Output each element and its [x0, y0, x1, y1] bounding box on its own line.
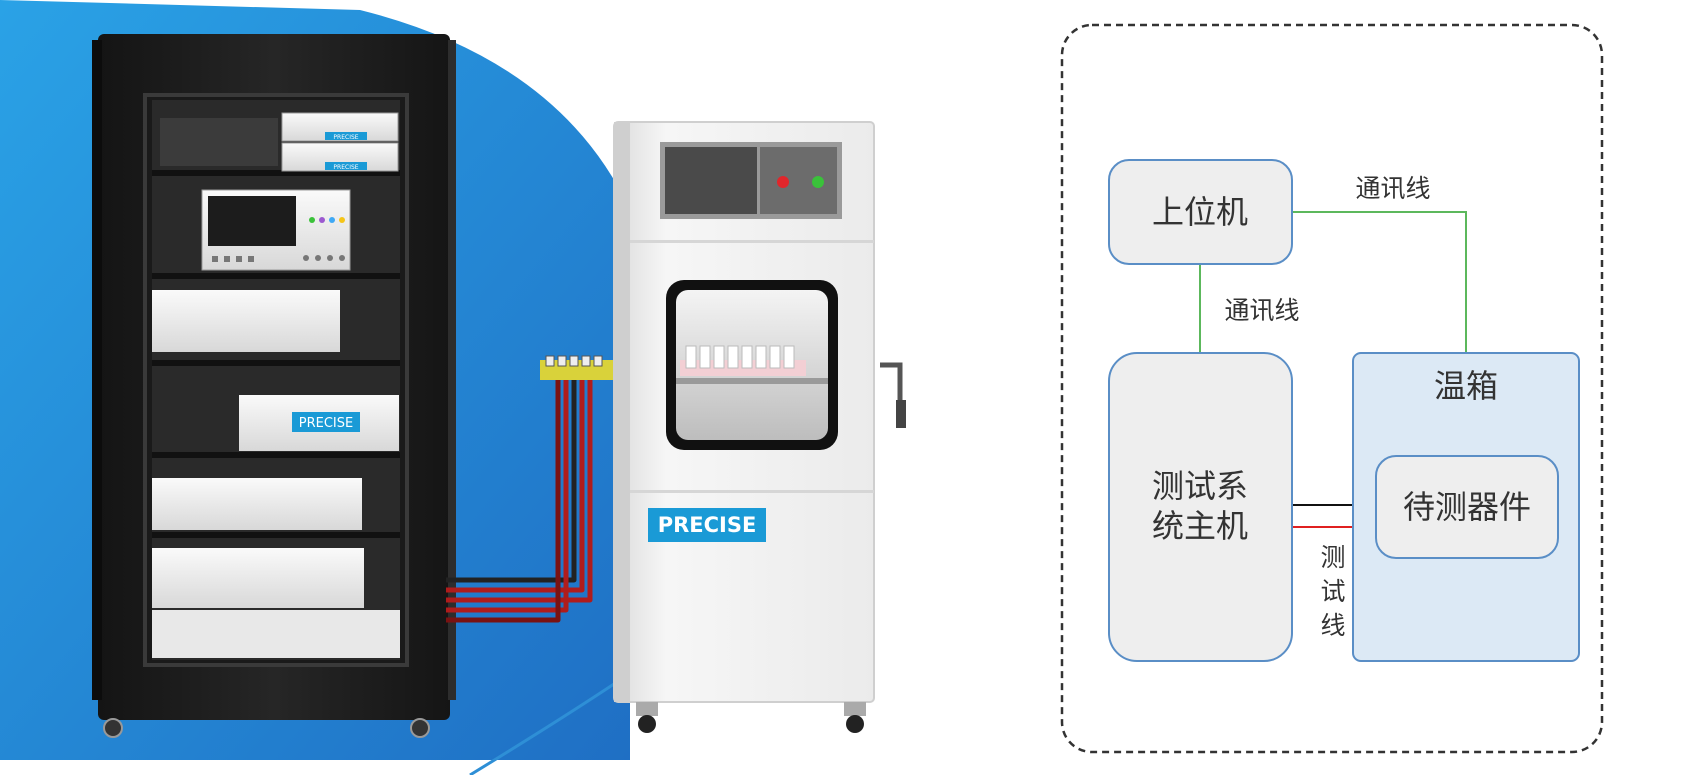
environmental-chamber — [613, 121, 906, 733]
rack-logo-small-2: PRECISE — [333, 164, 358, 171]
diagram-frame — [1060, 23, 1604, 754]
host-pc-node — [1108, 159, 1293, 265]
test-system-label-line1: 测试系 — [1152, 467, 1248, 505]
test-cable-label-char-1: 测 — [1320, 543, 1345, 572]
comm-cable-label-top: 通讯线 — [1355, 174, 1430, 203]
blue-arc-line — [469, 678, 621, 775]
comm-cable-label-left: 通讯线 — [1224, 296, 1299, 325]
dut-label: 待测器件 — [1403, 488, 1531, 526]
equipment-photo: PRECISE PRECISE PRECISE — [0, 0, 906, 775]
chamber-label: 温箱 — [1434, 367, 1498, 405]
test-cables — [446, 370, 593, 623]
test-system-label-line2: 统主机 — [1152, 507, 1248, 545]
host-pc-label: 上位机 — [1152, 193, 1248, 231]
test-system-block-diagram: 上位机 测试系 统主机 温箱 待测器件 通讯线 通讯线 测 试 线 — [1060, 23, 1604, 754]
comm-wire-host-to-chamber — [1292, 211, 1467, 353]
rack-logo-unit: PRECISE — [299, 416, 353, 431]
test-cable-label-char-2: 试 — [1320, 577, 1345, 606]
test-system-node — [1108, 352, 1293, 662]
dut-node — [1375, 455, 1559, 559]
chamber-logo: PRECISE — [658, 513, 757, 537]
test-cable-label-char-3: 线 — [1320, 611, 1345, 640]
rack-cabinet — [92, 34, 456, 738]
rack-logo-small-1: PRECISE — [333, 134, 358, 141]
